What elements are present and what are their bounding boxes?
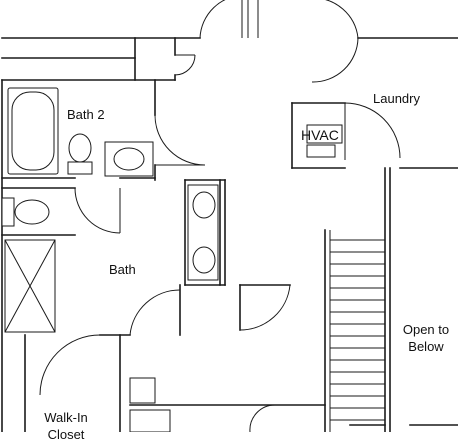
walk-in-closet-line1: Walk-In <box>44 410 88 425</box>
room-label-bath: Bath <box>109 262 136 277</box>
room-label-open-to-below: Open to Below <box>396 321 456 355</box>
open-to-below-line2: Below <box>408 339 444 354</box>
open-to-below-line1: Open to <box>402 322 450 337</box>
fixtures <box>1 87 343 432</box>
walk-in-closet-line2: Closet <box>47 427 85 442</box>
floor-plan <box>1 0 458 432</box>
room-label-bath2: Bath 2 <box>67 107 105 122</box>
door-swings <box>39 0 401 432</box>
room-label-laundry: Laundry <box>373 91 420 106</box>
room-label-walk-in-closet: Walk-In Closet <box>36 409 96 443</box>
room-label-hvac: HVAC <box>301 127 339 143</box>
staircase <box>329 230 385 432</box>
